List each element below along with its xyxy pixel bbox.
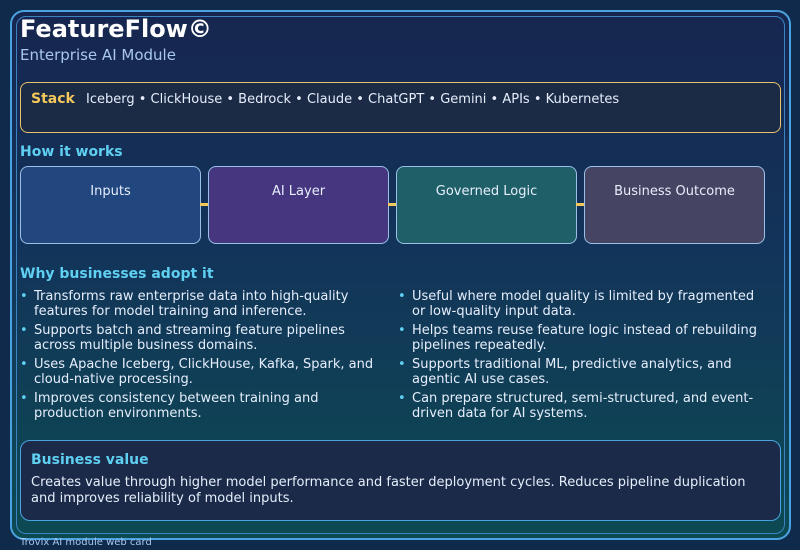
list-item-text: Supports batch and streaming feature pip… xyxy=(34,323,345,353)
list-item-text: Can prepare structured, semi-structured,… xyxy=(412,391,754,421)
list-item-text: Supports traditional ML, predictive anal… xyxy=(412,357,732,387)
flow-step-inputs: Inputs xyxy=(20,166,201,244)
how-it-works-title: How it works xyxy=(20,144,123,160)
stack-items: Iceberg • ClickHouse • Bedrock • Claude … xyxy=(86,92,620,107)
why-adopt-title: Why businesses adopt it xyxy=(20,266,214,282)
business-value-title: Business value xyxy=(31,452,149,468)
list-item-text: Useful where model quality is limited by… xyxy=(412,289,755,319)
flow-connector xyxy=(576,203,584,206)
stack-box: Stack Iceberg • ClickHouse • Bedrock • C… xyxy=(20,82,781,133)
why-list-right: • Useful where model quality is limited b… xyxy=(398,289,758,425)
list-item-text: Helps teams reuse feature logic instead … xyxy=(412,323,758,353)
flow-step-label: Governed Logic xyxy=(435,184,538,199)
list-item: • Helps teams reuse feature logic instead… xyxy=(398,323,758,353)
business-value-text: Creates value through higher model perfo… xyxy=(31,475,746,506)
list-item: • Transforms raw enterprise data into hig… xyxy=(20,289,380,319)
page-subtitle: Enterprise AI Module xyxy=(20,46,176,64)
flow-step-label: Business Outcome xyxy=(614,184,735,199)
bullet-dot-icon: • xyxy=(20,357,28,372)
footer-caption: Trovix AI module web card xyxy=(20,537,152,548)
flow-connector xyxy=(388,203,396,206)
flow-step-ai-layer: AI Layer xyxy=(208,166,389,244)
list-item: • Useful where model quality is limited b… xyxy=(398,289,758,319)
list-item: • Improves consistency between training a… xyxy=(20,391,380,421)
flow-step-label: Inputs xyxy=(90,184,131,199)
bullet-dot-icon: • xyxy=(398,391,406,406)
why-list-left: • Transforms raw enterprise data into hig… xyxy=(20,289,380,425)
bullet-dot-icon: • xyxy=(20,289,28,304)
business-value-box: Business value Creates value through hig… xyxy=(20,440,781,521)
list-item-text: Improves consistency between training an… xyxy=(34,391,319,421)
list-item: • Supports traditional ML, predictive ana… xyxy=(398,357,758,387)
list-item: • Uses Apache Iceberg, ClickHouse, Kafka,… xyxy=(20,357,380,387)
stack-label: Stack xyxy=(31,91,75,107)
list-item: • Can prepare structured, semi-structured… xyxy=(398,391,758,421)
list-item-text: Uses Apache Iceberg, ClickHouse, Kafka, … xyxy=(34,357,374,387)
bullet-dot-icon: • xyxy=(20,323,28,338)
page-title: FeatureFlow© xyxy=(20,15,212,43)
flow-step-business-outcome: Business Outcome xyxy=(584,166,765,244)
bullet-dot-icon: • xyxy=(398,289,406,304)
bullet-dot-icon: • xyxy=(398,357,406,372)
bullet-dot-icon: • xyxy=(398,323,406,338)
list-item-text: Transforms raw enterprise data into high… xyxy=(34,289,349,319)
flow-step-label: AI Layer xyxy=(271,184,326,199)
flow-connector xyxy=(200,203,208,206)
list-item: • Supports batch and streaming feature pi… xyxy=(20,323,380,353)
flow-step-governed-logic: Governed Logic xyxy=(396,166,577,244)
bullet-dot-icon: • xyxy=(20,391,28,406)
